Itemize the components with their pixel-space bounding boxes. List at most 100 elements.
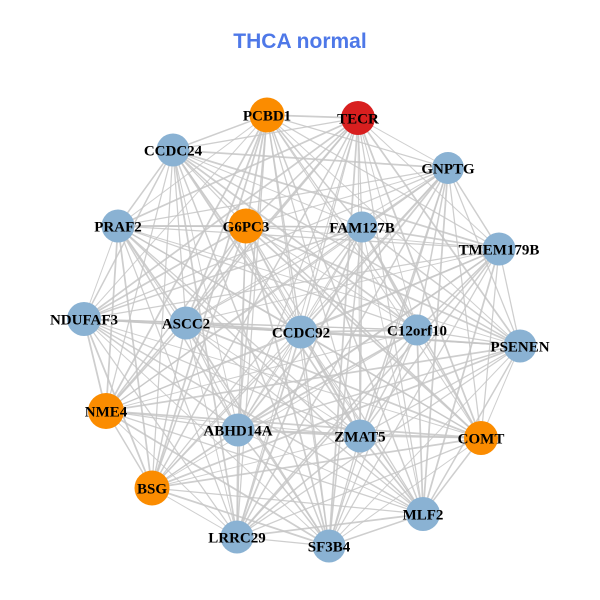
node-label-ASCC2: ASCC2 bbox=[162, 316, 210, 332]
node-GNPTG bbox=[432, 152, 464, 184]
edge-C12orf10-MLF2 bbox=[416, 329, 424, 515]
edge-TMEM179B-NDUFAF3 bbox=[83, 248, 500, 320]
edge-ZMAT5-COMT bbox=[359, 435, 482, 439]
edge-GNPTG-PRAF2 bbox=[117, 167, 449, 227]
node-COMT bbox=[464, 421, 498, 455]
edge-PRAF2-MLF2 bbox=[117, 225, 424, 515]
edge-G6PC3-COMT bbox=[245, 225, 482, 439]
edge-CCDC92-SF3B4 bbox=[300, 331, 330, 547]
node-PSENEN bbox=[503, 329, 537, 363]
node-CCDC24 bbox=[156, 133, 190, 167]
node-NDUFAF3 bbox=[67, 302, 101, 336]
edge-G6PC3-C12orf10 bbox=[245, 225, 418, 331]
edge-TECR-BSG bbox=[151, 117, 359, 489]
edge-C12orf10-BSG bbox=[151, 329, 418, 489]
edge-PRAF2-ZMAT5 bbox=[117, 225, 361, 437]
edge-BSG-SF3B4 bbox=[151, 487, 330, 547]
edge-NDUFAF3-ZMAT5 bbox=[83, 318, 361, 437]
edge-FAM127B-PSENEN bbox=[361, 226, 521, 347]
edge-PSENEN-ZMAT5 bbox=[359, 345, 521, 437]
edge-PCBD1-BSG bbox=[151, 114, 268, 489]
edge-ABHD14A-LRRC29 bbox=[236, 429, 239, 538]
node-label-GNPTG: GNPTG bbox=[421, 161, 475, 177]
edge-NDUFAF3-ABHD14A bbox=[83, 318, 239, 431]
node-SF3B4 bbox=[312, 529, 346, 563]
edge-G6PC3-BSG bbox=[151, 225, 247, 489]
edge-PSENEN-BSG bbox=[151, 345, 521, 489]
edge-TMEM179B-PSENEN bbox=[498, 248, 521, 347]
node-LRRC29 bbox=[220, 520, 254, 554]
edge-ASCC2-ZMAT5 bbox=[185, 322, 361, 437]
edge-ZMAT5-SF3B4 bbox=[328, 435, 361, 547]
node-label-PRAF2: PRAF2 bbox=[94, 219, 142, 235]
edge-C12orf10-PSENEN bbox=[416, 329, 521, 347]
node-label-C12orf10: C12orf10 bbox=[387, 323, 447, 339]
edge-ASCC2-LRRC29 bbox=[185, 322, 238, 538]
edge-TECR-FAM127B bbox=[357, 117, 363, 228]
edge-C12orf10-ZMAT5 bbox=[359, 329, 418, 437]
edge-CCDC24-LRRC29 bbox=[172, 149, 238, 538]
edge-GNPTG-ABHD14A bbox=[237, 167, 449, 431]
edge-CCDC24-ABHD14A bbox=[172, 149, 239, 431]
edge-GNPTG-ASCC2 bbox=[185, 167, 449, 324]
edge-PRAF2-TMEM179B bbox=[117, 225, 500, 250]
edge-PSENEN-LRRC29 bbox=[236, 345, 521, 538]
node-label-TECR: TECR bbox=[337, 111, 379, 127]
edge-CCDC24-TMEM179B bbox=[172, 149, 500, 250]
nodes-layer bbox=[67, 97, 537, 563]
node-label-TMEM179B: TMEM179B bbox=[459, 242, 540, 258]
node-ASCC2 bbox=[169, 306, 203, 340]
edge-TMEM179B-MLF2 bbox=[422, 248, 500, 515]
edge-GNPTG-SF3B4 bbox=[328, 167, 449, 547]
edge-TECR-G6PC3 bbox=[245, 117, 359, 227]
node-label-COMT: COMT bbox=[458, 431, 505, 447]
edge-TECR-GNPTG bbox=[357, 117, 449, 169]
node-NME4 bbox=[88, 393, 124, 429]
node-FAM127B bbox=[346, 211, 378, 243]
edge-ASCC2-ABHD14A bbox=[185, 322, 239, 431]
edge-NDUFAF3-COMT bbox=[83, 318, 482, 439]
edge-FAM127B-TMEM179B bbox=[361, 226, 500, 250]
edge-PCBD1-COMT bbox=[266, 114, 482, 439]
edge-NME4-COMT bbox=[105, 410, 482, 439]
edge-FAM127B-BSG bbox=[151, 226, 363, 489]
edge-G6PC3-SF3B4 bbox=[245, 225, 330, 547]
edge-C12orf10-COMT bbox=[416, 329, 482, 439]
node-label-MLF2: MLF2 bbox=[403, 507, 444, 523]
edge-FAM127B-SF3B4 bbox=[328, 226, 363, 547]
edge-NME4-ABHD14A bbox=[105, 410, 239, 431]
node-MLF2 bbox=[406, 497, 440, 531]
node-G6PC3 bbox=[228, 208, 264, 244]
edge-NDUFAF3-MLF2 bbox=[83, 318, 424, 515]
edge-GNPTG-G6PC3 bbox=[245, 167, 449, 227]
edge-CCDC24-ASCC2 bbox=[172, 149, 187, 324]
node-label-LRRC29: LRRC29 bbox=[208, 530, 266, 546]
edge-CCDC92-ZMAT5 bbox=[300, 331, 361, 437]
edge-G6PC3-LRRC29 bbox=[236, 225, 247, 538]
edge-CCDC24-BSG bbox=[151, 149, 174, 489]
node-label-CCDC24: CCDC24 bbox=[144, 143, 203, 159]
edge-FAM127B-NME4 bbox=[105, 226, 363, 412]
node-label-PSENEN: PSENEN bbox=[490, 339, 549, 355]
node-label-NME4: NME4 bbox=[85, 404, 128, 420]
node-TMEM179B bbox=[482, 232, 516, 266]
edge-COMT-BSG bbox=[151, 437, 482, 489]
edge-PSENEN-NME4 bbox=[105, 345, 521, 412]
node-label-G6PC3: G6PC3 bbox=[223, 219, 270, 235]
node-BSG bbox=[134, 470, 170, 506]
edge-TECR-CCDC92 bbox=[300, 117, 359, 333]
edge-PCBD1-ZMAT5 bbox=[266, 114, 361, 437]
edge-G6PC3-NDUFAF3 bbox=[83, 225, 247, 320]
edge-G6PC3-FAM127B bbox=[245, 225, 363, 228]
edge-TMEM179B-ZMAT5 bbox=[359, 248, 500, 437]
edge-CCDC92-NME4 bbox=[105, 331, 302, 412]
node-label-ZMAT5: ZMAT5 bbox=[334, 429, 385, 445]
edge-GNPTG-LRRC29 bbox=[236, 167, 449, 538]
edge-COMT-LRRC29 bbox=[236, 437, 482, 538]
node-TECR bbox=[341, 101, 375, 135]
edge-PCBD1-LRRC29 bbox=[236, 114, 268, 538]
edge-TECR-CCDC24 bbox=[172, 117, 359, 151]
edge-G6PC3-ASCC2 bbox=[185, 225, 247, 324]
